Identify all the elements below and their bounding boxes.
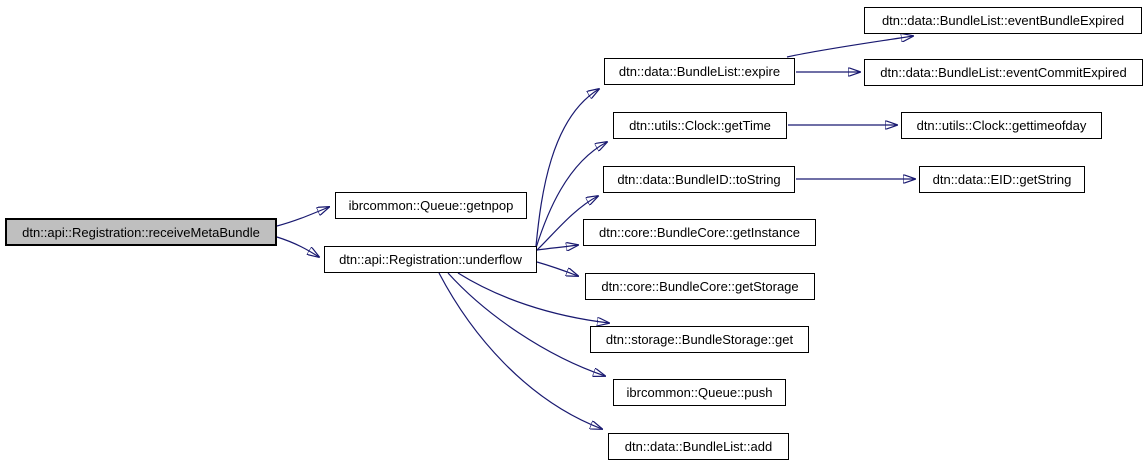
edge-receiveMetaBundle-underflow: [276, 236, 319, 257]
node-bundlestorage-get[interactable]: dtn::storage::BundleStorage::get: [590, 326, 809, 353]
edge-underflow-add: [438, 272, 602, 429]
node-event-commit-expired[interactable]: dtn::data::BundleList::eventCommitExpire…: [864, 59, 1143, 86]
edge-receiveMetaBundle-getnpop: [276, 207, 329, 227]
node-bundleid-tostring[interactable]: dtn::data::BundleID::toString: [603, 166, 795, 193]
edge-underflow-toString: [535, 196, 598, 252]
node-clock-gettime[interactable]: dtn::utils::Clock::getTime: [613, 112, 787, 139]
node-clock-gettimeofday[interactable]: dtn::utils::Clock::gettimeofday: [901, 112, 1102, 139]
node-receive-meta-bundle[interactable]: dtn::api::Registration::receiveMetaBundl…: [5, 218, 277, 246]
node-eid-getstring[interactable]: dtn::data::EID::getString: [919, 166, 1085, 193]
node-event-bundle-expired[interactable]: dtn::data::BundleList::eventBundleExpire…: [864, 7, 1142, 34]
edge-underflow-getInstance: [536, 245, 578, 250]
node-queue-getnpop[interactable]: ibrcommon::Queue::getnpop: [335, 192, 527, 219]
edge-underflow-getStorage: [536, 261, 578, 276]
edge-underflow-expire: [535, 89, 599, 247]
node-queue-push[interactable]: ibrcommon::Queue::push: [613, 379, 786, 406]
node-bundlecore-getstorage[interactable]: dtn::core::BundleCore::getStorage: [585, 273, 815, 300]
node-bundlecore-getinstance[interactable]: dtn::core::BundleCore::getInstance: [583, 219, 816, 246]
edge-expire-eventBundleExpired: [786, 36, 913, 58]
node-bundlelist-expire[interactable]: dtn::data::BundleList::expire: [604, 58, 795, 85]
edge-underflow-getTime: [535, 142, 607, 249]
edge-underflow-push: [447, 272, 605, 376]
node-bundlelist-add[interactable]: dtn::data::BundleList::add: [608, 433, 789, 460]
edge-underflow-get: [457, 272, 609, 323]
node-registration-underflow[interactable]: dtn::api::Registration::underflow: [324, 246, 537, 273]
